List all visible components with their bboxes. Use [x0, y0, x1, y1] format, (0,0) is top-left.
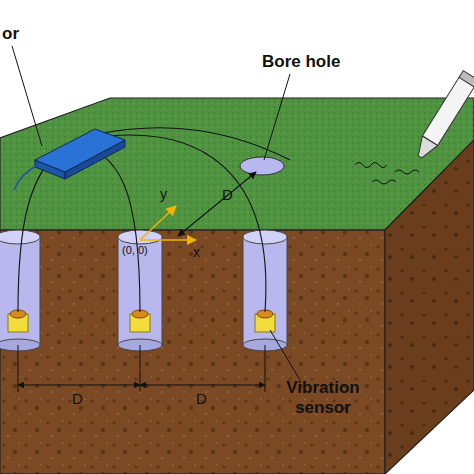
part-label: Vibration sensor — [268, 378, 378, 417]
soil-front — [0, 230, 385, 474]
dimension-label: D — [72, 390, 92, 407]
bore-holes — [0, 230, 287, 351]
dimension-line — [178, 172, 256, 236]
dimension-label: D — [196, 390, 216, 407]
y-axis — [140, 206, 176, 240]
leader-line — [264, 74, 290, 160]
ground-surface — [0, 98, 474, 230]
part-label: Bore hole — [262, 52, 372, 72]
impact-hammer — [412, 71, 474, 162]
surface-bore-hole — [240, 157, 284, 175]
cut-label: or — [2, 24, 42, 44]
origin-label: (0, 0) — [122, 244, 162, 257]
x-axis — [140, 239, 196, 241]
soil-side — [385, 140, 474, 474]
vibration-waves — [355, 163, 419, 185]
spacing-dimension — [18, 345, 265, 392]
dimension-label: D — [222, 186, 242, 203]
leader-line — [270, 330, 300, 380]
acquisition-box — [14, 129, 125, 190]
bore-hole — [0, 230, 40, 351]
wires — [18, 128, 290, 312]
axis-label: x — [193, 244, 209, 260]
bore-hole — [243, 230, 287, 351]
axis-label: y — [160, 186, 176, 202]
leader-line — [12, 46, 42, 146]
